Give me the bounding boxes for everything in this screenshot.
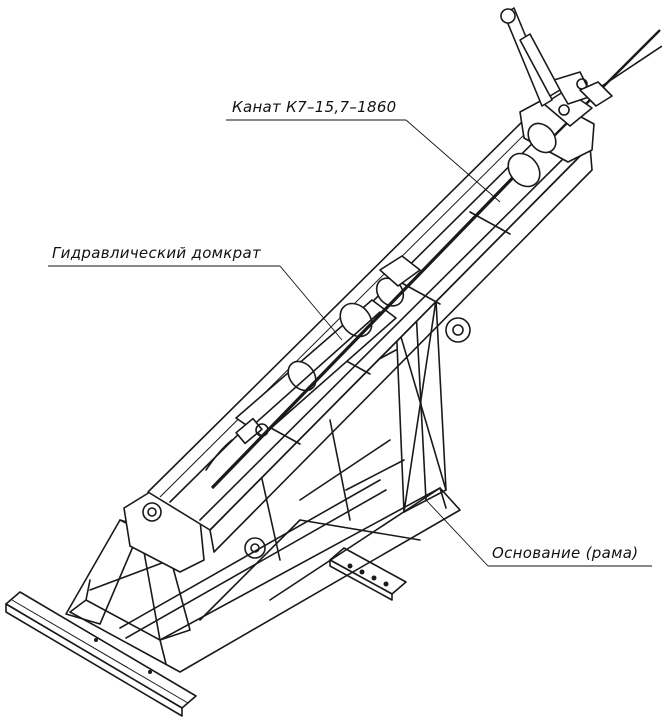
jack-label: Гидравлический домкрат	[52, 244, 262, 262]
cable-label: Канат К7–15,7–1860	[232, 98, 397, 116]
anchor-head	[500, 7, 613, 188]
hydraulic-jack	[205, 255, 421, 471]
base-frame-label: Основание (рама)	[492, 544, 639, 562]
leader-lines	[48, 119, 652, 567]
rear-support-legs	[65, 491, 266, 641]
base-frame	[5, 479, 461, 717]
